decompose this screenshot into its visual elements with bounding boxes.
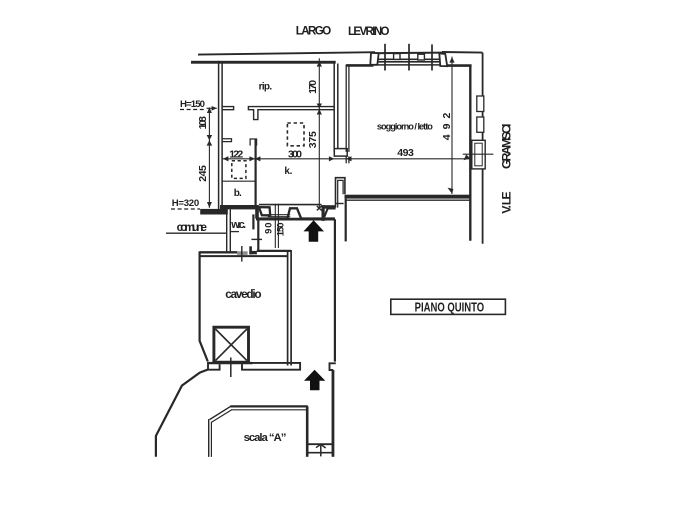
svg-text:493: 493 xyxy=(397,147,414,159)
svg-text:cavedio: cavedio xyxy=(225,287,261,301)
svg-text:H=320: H=320 xyxy=(172,198,200,209)
svg-text:comune: comune xyxy=(177,221,208,234)
svg-text:300: 300 xyxy=(288,148,302,160)
svg-text:245: 245 xyxy=(197,165,209,182)
svg-text:rip.: rip. xyxy=(259,81,273,92)
svg-text:170: 170 xyxy=(307,80,319,94)
svg-text:375: 375 xyxy=(307,131,319,148)
svg-text:108: 108 xyxy=(197,116,209,129)
svg-text:LARGO: LARGO xyxy=(296,26,332,38)
svg-text:90: 90 xyxy=(263,223,274,234)
svg-text:w.c.: w.c. xyxy=(230,219,246,231)
svg-text:122: 122 xyxy=(229,148,243,160)
svg-text:b.: b. xyxy=(234,188,242,199)
svg-text:V. LE: V. LE xyxy=(499,191,513,214)
svg-text:scala “A”: scala “A” xyxy=(244,432,287,444)
svg-text:492: 492 xyxy=(441,113,453,141)
svg-text:150: 150 xyxy=(275,223,286,237)
svg-text:H=150: H=150 xyxy=(180,99,205,110)
svg-text:GRAMSCI: GRAMSCI xyxy=(499,124,513,170)
svg-text:k.: k. xyxy=(284,166,292,177)
svg-text:soggiorno / letto: soggiorno / letto xyxy=(377,121,433,131)
svg-text:LEVRINO: LEVRINO xyxy=(348,26,390,38)
svg-text:PIANO QUINTO: PIANO QUINTO xyxy=(415,300,485,314)
